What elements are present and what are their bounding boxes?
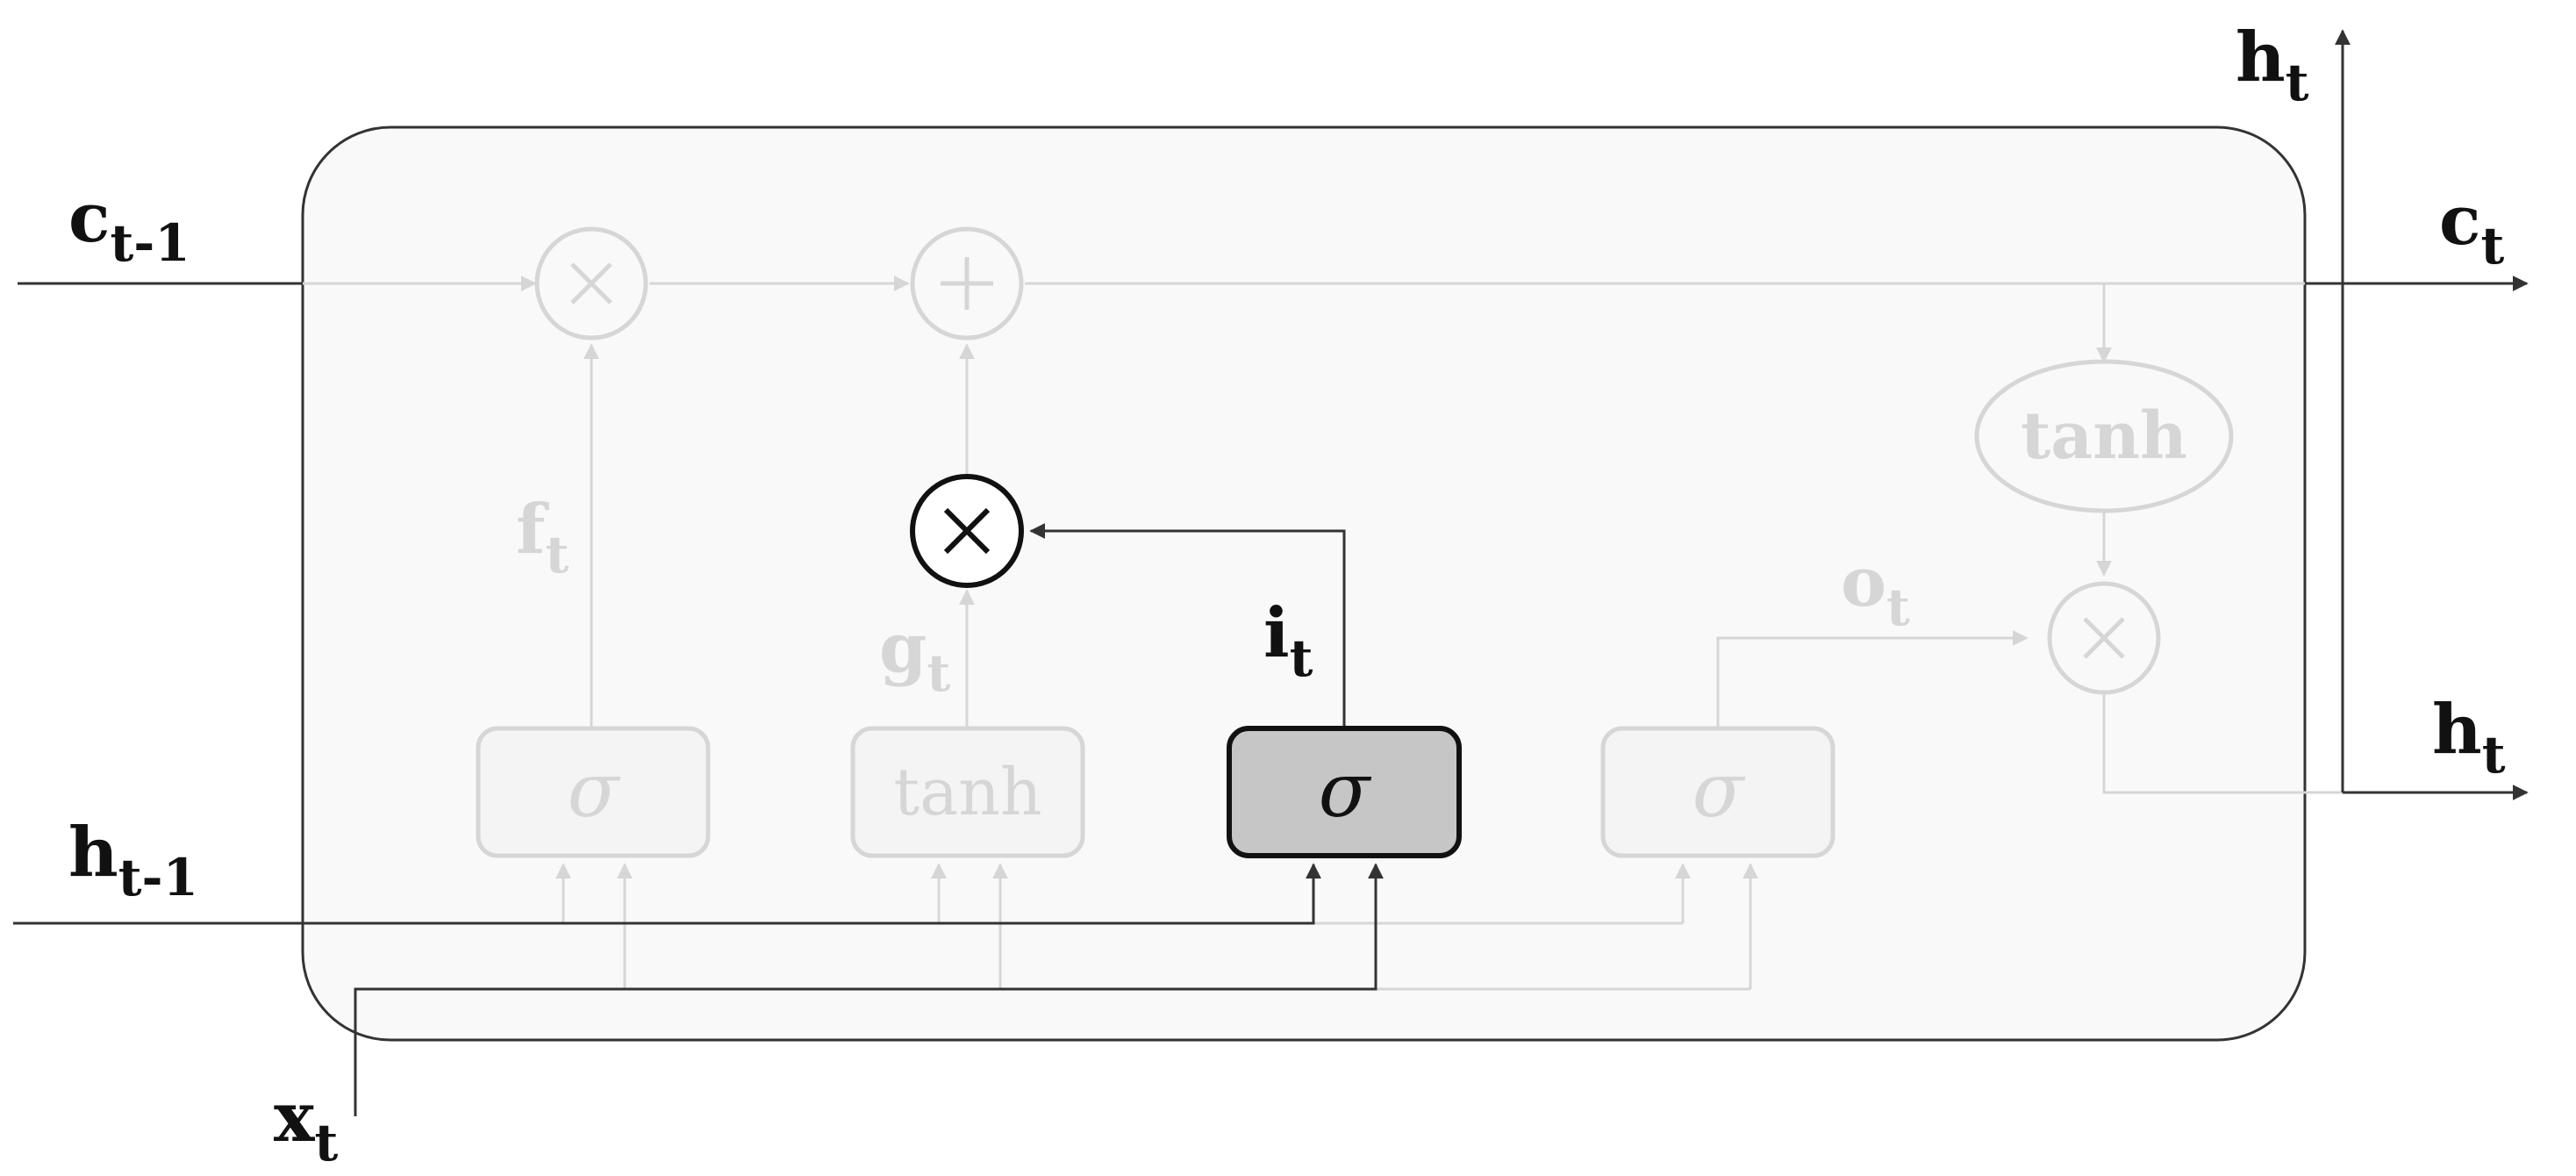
cell-tanh-label: tanh [2021,398,2187,474]
input-gate: σ [1227,726,1462,858]
faded-paths [303,276,2343,991]
input-gate-symbol: σ [1319,747,1372,835]
label-f: ft [516,490,569,584]
label-h-top: ht [2236,18,2309,112]
label-x: xt [274,1078,339,1172]
label-i: it [1263,593,1313,688]
label-c-prev: ct-1 [68,178,190,273]
output-gate: σ [1600,726,1835,858]
output-multiply-node [2047,581,2161,695]
candidate-gate: tanh [850,726,1085,858]
label-c-out: ct [2439,181,2505,276]
label-h-out: ht [2432,690,2506,785]
active-paths [13,29,2529,1116]
label-g: gt [879,608,951,703]
output-gate-symbol: σ [1692,747,1746,835]
candidate-gate-label: tanh [893,755,1041,830]
forget-gate: σ [476,726,711,858]
label-h-prev: ht-1 [68,813,198,907]
label-o: ot [1841,542,1910,637]
cell-add-node [910,226,1024,341]
cell-tanh-node: tanh [1974,359,2234,513]
input-multiply-node [910,474,1024,588]
forget-gate-symbol: σ [568,747,621,835]
forget-multiply-node [534,226,648,341]
